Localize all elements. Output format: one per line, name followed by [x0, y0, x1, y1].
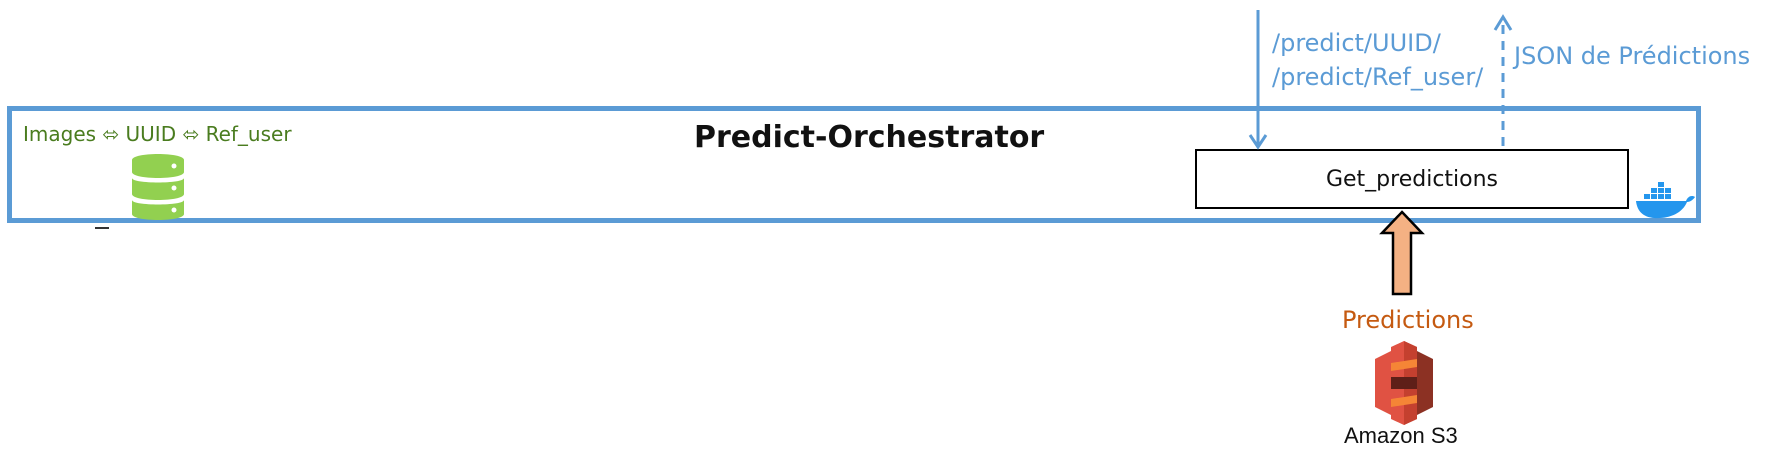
- docker-icon: [1636, 182, 1695, 219]
- process-label: Get_predictions: [1325, 166, 1499, 192]
- endpoint-ref-user: /predict/Ref_user/: [1272, 63, 1484, 91]
- response-label: JSON de Prédictions: [1514, 42, 1751, 70]
- mapping-label: Images ⬄ UUID ⬄ Ref_user: [23, 122, 292, 146]
- predictions-block-arrow: [1379, 210, 1425, 296]
- orchestrator-container: [7, 106, 1701, 223]
- endpoint-uuid: /predict/UUID/: [1272, 29, 1441, 57]
- s3-label: Amazon S3: [1344, 423, 1458, 448]
- database-icon: [132, 154, 184, 220]
- amazon-s3-icon: [1375, 341, 1433, 425]
- get-predictions-box: Get_predictions: [1195, 149, 1629, 209]
- underscore-mark: [95, 227, 109, 229]
- predictions-label: Predictions: [1342, 306, 1474, 334]
- endpoint-labels: /predict/UUID/ /predict/Ref_user/: [1272, 26, 1483, 94]
- diagram-title: Predict-Orchestrator: [694, 120, 1045, 155]
